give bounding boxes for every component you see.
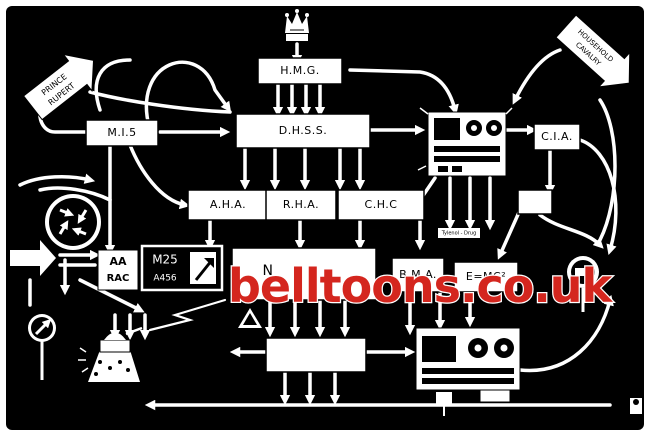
box-emc2-label: E=MC²: [466, 270, 506, 283]
box-mi5: M.I.5: [85, 119, 159, 147]
box-mi5-label: M.I.5: [107, 126, 136, 139]
prohibition-sign-icon: [567, 256, 599, 312]
aa-label: AA: [109, 255, 127, 268]
crown-icon: [285, 9, 309, 41]
box-bma-label: B.M.A.: [399, 268, 437, 281]
roundabout-sign-icon: [45, 194, 101, 250]
rac-label: RAC: [107, 273, 130, 284]
box-blank-right: [517, 189, 553, 215]
box-cia: C.I.A.: [533, 123, 581, 151]
a456-label: A456: [153, 274, 177, 284]
box-lower-blank: [265, 337, 367, 373]
household-cavalry-sign: HOUSEHOLD CAVALRY: [555, 14, 631, 88]
up-arrow-sign-icon: [28, 314, 56, 380]
small-label-tag: Tylenol - Drug: [438, 228, 480, 238]
m25-label: M25: [152, 253, 178, 267]
box-hmg: H.M.G.: [257, 57, 343, 85]
prince-rupert-sign: PRINCE RUPERT: [22, 53, 95, 121]
box-rha-label: R.H.A.: [283, 198, 319, 211]
pipe-junction-icon: [10, 240, 56, 276]
box-emc2: E=MC²: [453, 261, 519, 293]
computer-top-icon: [417, 107, 513, 177]
box-aha: A.H.A.: [187, 189, 269, 221]
motorway-sign: M25 A456: [140, 244, 224, 292]
dalek-icon: [78, 326, 143, 382]
box-bma: B.M.A.: [391, 257, 445, 293]
signature-figure-icon: [630, 398, 642, 414]
aa-rac-sign: AA RAC: [97, 249, 139, 291]
box-nhs-label: N: [263, 263, 274, 279]
computer-bottom-icon: [415, 327, 521, 416]
box-chc-label: C.H.C: [365, 198, 398, 211]
box-chc: C.H.C: [337, 189, 425, 221]
box-hmg-label: H.M.G.: [280, 64, 320, 77]
small-label-text: Tylenol - Drug: [441, 231, 477, 237]
box-dhss-label: D.H.S.S.: [279, 124, 328, 137]
box-rha: R.H.A.: [265, 189, 337, 221]
watermark-text: belltoons.co.uk: [228, 259, 614, 313]
box-nhs: N: [231, 247, 377, 301]
box-aha-label: A.H.A.: [210, 198, 246, 211]
warning-triangle-icon: [238, 308, 262, 328]
box-cia-label: C.I.A.: [541, 130, 573, 143]
box-dhss: D.H.S.S.: [235, 113, 371, 149]
